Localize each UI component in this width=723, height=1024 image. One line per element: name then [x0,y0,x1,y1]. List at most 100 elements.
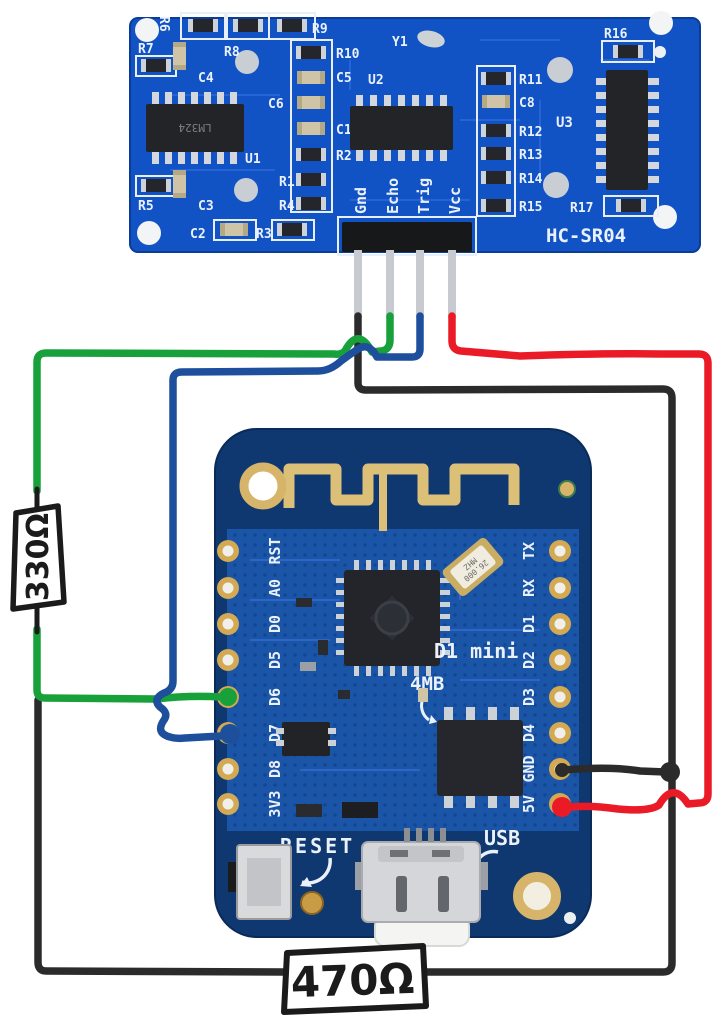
pcb-traces [170,39,650,201]
label-r11: R11 [519,73,543,88]
pin-label-rst: RST [266,537,284,564]
resistor-value-330: 330Ω [21,513,56,601]
label-r7: R7 [138,42,154,57]
header-frame [337,216,477,256]
d1-mini-board: RST A0 D0 D5 D6 D7 D8 3V3 TX RX D1 D2 D3… [214,428,592,947]
c4-cap [173,42,186,70]
wire-vcc [448,312,712,814]
mounting-hole-2 [513,872,561,920]
r17-frame [603,195,659,217]
label-c2: C2 [190,227,206,242]
board-title-hcsr04: HC-SR04 [546,225,626,247]
pin-label-d6: D6 [266,688,284,706]
pcb-traces [250,559,540,771]
wifi-antenna [283,463,520,508]
pin-label-5v: 5V [520,795,538,813]
pin-label-3v3: 3V3 [266,790,284,817]
label-r15: R15 [519,200,542,215]
label-r5: R5 [138,199,154,214]
pin-label-d5: D5 [266,651,284,669]
label-u3: U3 [556,115,573,131]
pin-header [342,222,472,252]
label-r17: R17 [570,201,593,216]
label-r13: R13 [519,148,542,163]
u3-ic [596,70,659,190]
label-r3: R3 [256,227,272,242]
5v-pin-dot [552,797,572,817]
resistor-annotations: 330Ω 470Ω [10,503,429,1015]
pin-label-tx: TX [520,542,538,560]
d6-pin-dot [219,688,237,706]
label-r9: R9 [312,22,328,37]
c2-frame [213,219,257,241]
wire-echo-lower [33,625,225,703]
pin-label-d3: D3 [520,688,538,706]
y1-crystal [417,30,445,48]
label-c8: C8 [519,96,535,111]
gold-pad [300,891,324,915]
pin-label-d4: D4 [520,724,538,742]
right-pin-labels: TX RX D1 D2 D3 D4 GND 5V [520,542,538,813]
reset-label: RESET [280,834,355,858]
wire-echo-upper [33,312,394,495]
esp8266-chip [336,560,450,676]
pin-label-vcc: Vcc [446,187,464,214]
pin-label-echo: Echo [384,178,402,214]
usb-label: USB [484,826,520,850]
label-r4: R4 [279,199,295,214]
label-r14: R14 [519,172,543,187]
c3-cap [173,170,186,198]
resistor-box-470 [281,943,429,1015]
left-pin-labels: RST A0 D0 D5 D6 D7 D8 3V3 [266,537,284,817]
pin-label-a0: A0 [266,579,284,597]
wires [33,312,712,976]
label-c1: C1 [336,123,352,138]
reset-button[interactable] [228,844,292,920]
pin-label-trig: Trig [415,178,433,214]
pin-label-d0: D0 [266,615,284,633]
pin-label-d8: D8 [266,760,284,778]
d7-pin-dot [220,724,240,744]
label-c3: C3 [198,199,214,214]
pin-label-gnd: Gnd [352,187,370,214]
misc-components [276,598,428,818]
connection-dots [219,688,680,817]
r3-frame [271,219,315,241]
white-dot [564,912,576,924]
mounting-hole [239,462,287,510]
gnd-junction-dot [660,762,680,782]
label-r8: R8 [224,45,240,60]
label-y1: Y1 [392,35,408,50]
wire-gnd [34,312,676,976]
label-r16: R16 [604,27,628,42]
label-c5: C5 [336,71,352,86]
label-r10: R10 [336,47,360,62]
resistor-value-470: 470Ω [290,954,415,1007]
u1-marking: LM324 [178,121,211,134]
flash-arrowhead [429,715,437,724]
wire-trig [153,312,424,743]
wire-gnd-stub [560,764,670,776]
board-title-d1mini: D1 mini [434,639,518,663]
u1-ic: LM324 [146,92,244,164]
label-r12: R12 [519,125,542,140]
usb-connector[interactable] [355,828,488,947]
label-c6: C6 [268,97,284,112]
r16-frame [601,40,655,63]
pin-label-gnd2: GND [520,755,538,782]
label-u1: U1 [245,152,261,167]
pin-label-d1: D1 [520,615,538,633]
label-r2: R2 [336,149,352,164]
strip-frame-left [290,39,333,213]
strip-frame-right [476,65,516,217]
label-r1: R1 [279,175,295,190]
label-r6: R6 [156,16,171,32]
crystal-26mhz: 26.000 MHZ [442,538,504,596]
reset-arrowhead [300,877,312,887]
u2-ic [350,95,453,161]
label-c4: C4 [198,71,214,86]
solder-vias [234,50,573,202]
fiducial-dot [558,480,576,498]
